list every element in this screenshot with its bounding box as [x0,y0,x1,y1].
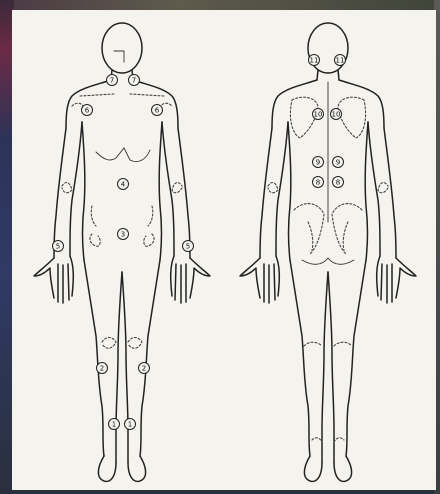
front-side-right [159,122,162,260]
back-arm-left-inner [276,122,288,256]
back-scapula-right [338,97,366,138]
front-leg-right-inner [122,272,128,462]
point-front-abdomen-center: 3 [118,229,129,240]
back-leg-right-outer [346,260,366,456]
front-foot-right [128,456,146,481]
point-back-mid-right: 9 [333,157,344,168]
front-arm-left-inner [70,122,82,256]
point-front-neck-right: 7 [129,75,140,86]
point-label: 5 [56,243,60,251]
back-figure [240,23,416,481]
front-torso-right [133,80,178,128]
point-back-neck-left: 11 [309,55,320,66]
point-front-neck-left: 7 [107,75,118,86]
point-label: 1 [128,421,132,429]
front-arm-right-outer [178,128,190,258]
point-back-neck-right: 11 [335,55,346,66]
back-foot-left [304,456,322,481]
front-side-left [82,122,85,260]
front-hand-right [171,256,210,303]
diagram-sheet: 776643552211111110109988 [12,10,436,490]
point-label: 10 [314,111,323,119]
point-back-low-left: 8 [313,177,324,188]
front-clavicle-marks [80,94,164,96]
point-label: 10 [332,111,341,119]
front-head [102,23,142,73]
back-arm-left-outer [260,128,272,258]
front-foot-left [98,456,116,481]
point-back-upper-right: 10 [331,109,342,120]
back-hand-right [377,256,416,303]
back-buttock-line [302,258,354,264]
point-front-knee-right: 2 [139,363,150,374]
back-leg-left-outer [290,260,310,456]
point-label: 2 [100,365,104,373]
front-figure [34,23,210,481]
point-label: 3 [121,231,125,239]
point-label: 7 [110,77,114,85]
body-diagram: 776643552211111110109988 [12,10,436,490]
point-label: 11 [336,57,345,65]
back-leg-right-inner [328,272,334,462]
point-label: 6 [155,107,160,115]
back-foot-right [334,456,352,481]
back-leg-left-inner [322,272,328,462]
front-hand-left [34,256,73,303]
front-torso-left [66,80,111,128]
point-label: 11 [310,57,319,65]
point-label: 8 [316,179,320,187]
back-torso-right [339,80,384,128]
point-label: 6 [85,107,90,115]
point-label: 9 [316,159,320,167]
back-ankle-marks [312,438,344,442]
point-label: 7 [132,77,136,85]
front-knee-marks [102,338,142,349]
back-hand-left [240,256,279,303]
front-leg-right-outer [140,260,160,456]
point-back-mid-left: 9 [313,157,324,168]
point-label: 4 [121,181,126,189]
back-torso-left [272,80,317,128]
back-side-right [365,122,368,260]
point-label: 9 [336,159,340,167]
front-chest-line [96,148,150,162]
point-label: 1 [112,421,116,429]
point-front-shoulder-left: 6 [82,105,93,116]
point-back-upper-left: 10 [313,109,324,120]
front-leg-left-outer [84,260,104,456]
point-label: 2 [142,365,146,373]
point-front-knee-left: 2 [97,363,108,374]
point-back-low-right: 8 [333,177,344,188]
front-face-mark [114,51,124,62]
point-front-wrist-right: 5 [183,241,194,252]
front-leg-left-inner [116,272,122,462]
point-front-shoulder-right: 6 [152,105,163,116]
back-side-left [288,122,291,260]
point-label: 5 [186,243,190,251]
front-rib-marks [91,206,153,226]
back-arm-right-outer [384,128,396,258]
back-knee-marks [304,342,352,346]
point-front-shin-right: 1 [125,419,136,430]
tender-points: 776643552211111110109988 [53,55,346,430]
front-arm-left-outer [54,128,66,258]
point-front-wrist-left: 5 [53,241,64,252]
point-label: 8 [336,179,340,187]
point-front-chest-center: 4 [118,179,129,190]
point-front-shin-left: 1 [109,419,120,430]
